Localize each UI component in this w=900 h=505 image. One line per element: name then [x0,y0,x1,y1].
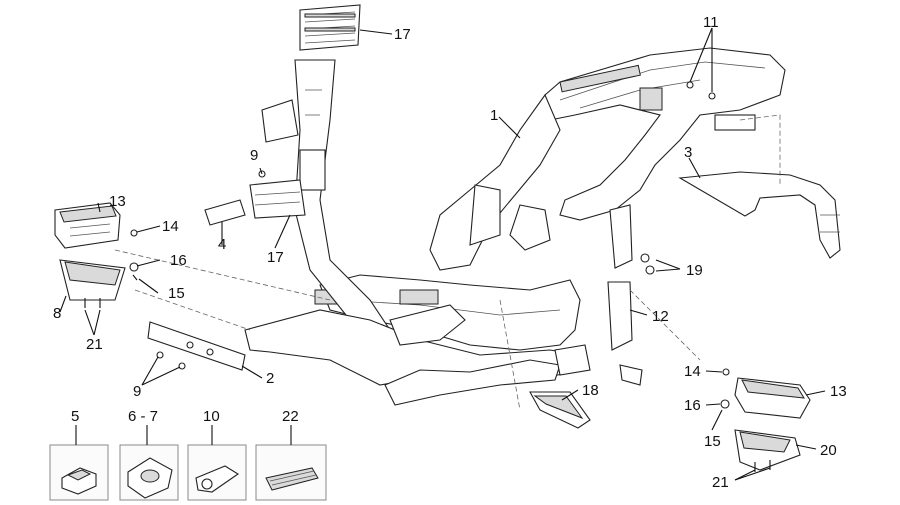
callout-9-upper: 9 [250,147,258,164]
leader-lines [59,27,826,481]
part-2-side-rail [147,321,246,371]
callout-14-left: 14 [162,218,179,235]
callout-17-lower: 17 [267,249,284,266]
callout-19: 19 [686,262,703,279]
callout-3: 3 [684,144,692,161]
callout-6-7: 6 - 7 [128,408,158,425]
inset-box-22 [255,444,327,501]
callout-9-lower: 9 [133,383,141,400]
inset-box-6-7 [119,444,179,501]
right-footrest-group [720,368,811,472]
callout-21-left: 21 [86,336,103,353]
callout-12: 12 [652,308,669,325]
part-18-shading [533,395,584,420]
callout-20: 20 [820,442,837,459]
callout-15-right: 15 [704,433,721,450]
callout-14-right: 14 [684,363,701,380]
part-4-bracket [204,199,246,226]
part-12-bracket [607,281,643,386]
guide-line [114,249,331,301]
left-footrest-group [54,202,139,308]
callout-16-right: 16 [684,397,701,414]
callout-18: 18 [582,382,599,399]
guide-line [739,114,781,185]
part-17-lower-plate [249,179,306,219]
main-frame [244,47,786,406]
callout-5: 5 [71,408,79,425]
callout-4: 4 [218,236,226,253]
callout-22: 22 [282,408,299,425]
callout-8: 8 [53,305,61,322]
callout-15-left: 15 [168,285,185,302]
part-3-grab-rail [678,171,841,259]
callout-13-left: 13 [109,193,126,210]
callout-11: 11 [703,14,719,31]
inset-box-5 [49,444,109,501]
guide-line [134,289,251,331]
bolts-19 [640,253,655,275]
steering-bracket [261,99,299,143]
guide-line [499,299,521,411]
callout-16-left: 16 [170,252,187,269]
callout-21-right: 21 [712,474,729,491]
callout-1: 1 [490,107,498,124]
callout-17-top: 17 [394,26,411,43]
inset-box-10 [187,444,247,501]
callout-13-right: 13 [830,383,847,400]
guide-line [629,289,701,361]
callout-2: 2 [266,370,274,387]
part-17-upper-strip [299,4,361,51]
callout-10: 10 [203,408,220,425]
